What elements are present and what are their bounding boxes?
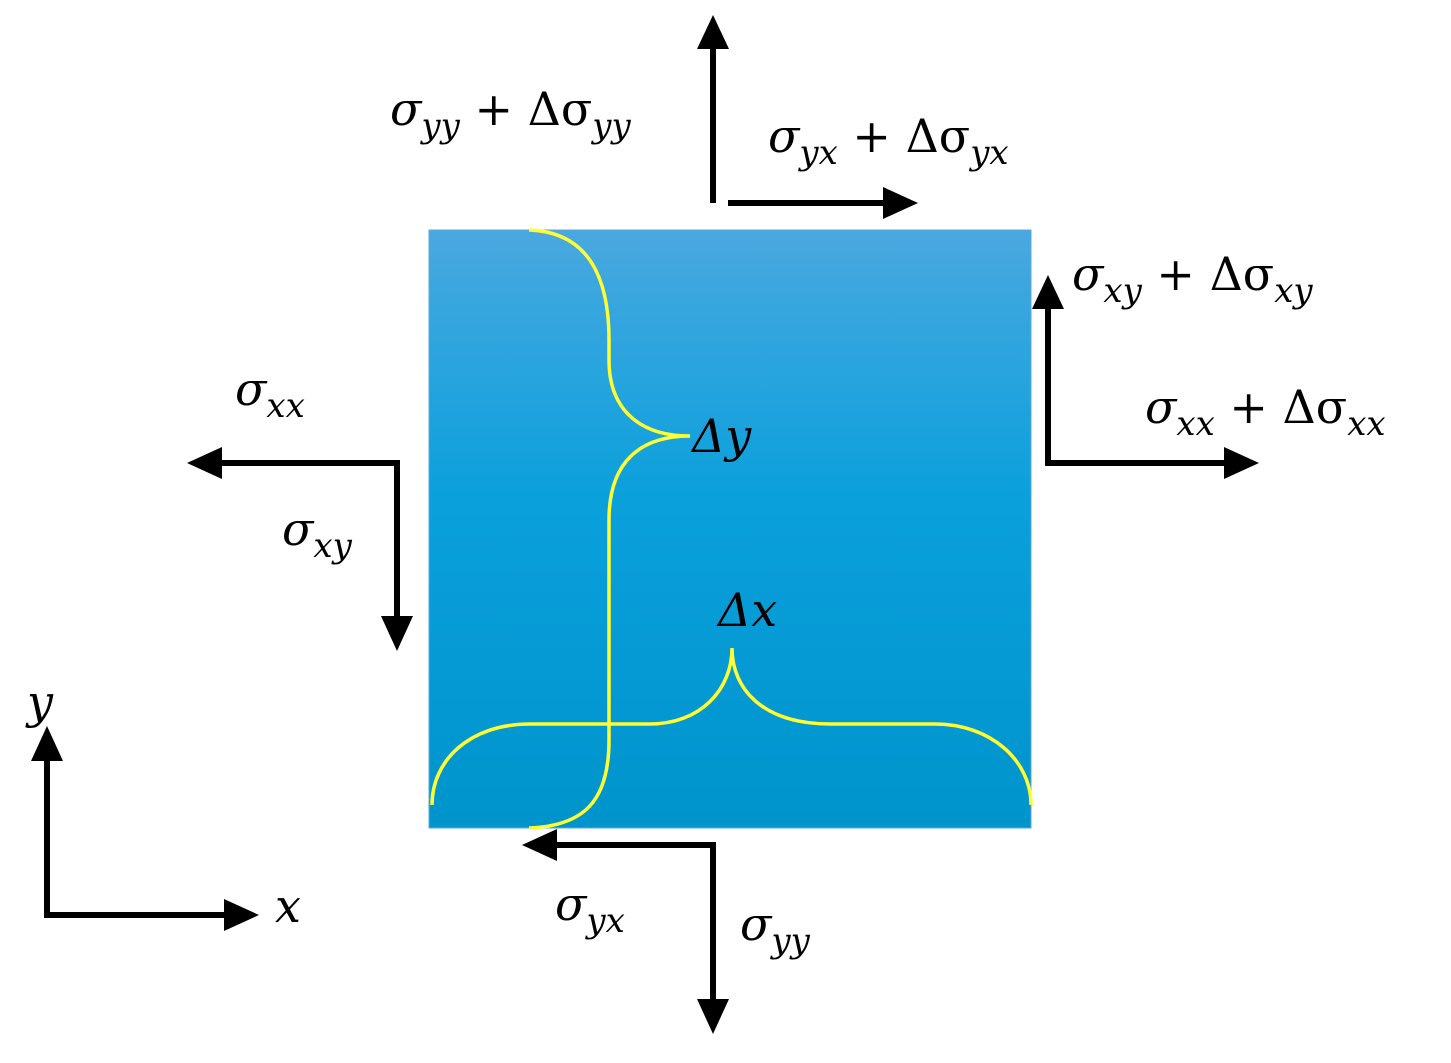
label-left-normal: σxx — [235, 362, 305, 426]
x-axis-arrow — [44, 899, 259, 931]
top-normal-arrow — [697, 15, 729, 203]
delta-x-brace — [430, 647, 1033, 806]
right-shear-arrow — [1032, 275, 1064, 466]
label-left-shear: σxy — [282, 502, 353, 566]
label-right-normal: σxx + Δσxx — [1145, 380, 1386, 444]
label-delta-x: Δx — [716, 583, 777, 637]
element-block — [428, 229, 1032, 829]
delta-y-brace — [528, 228, 691, 830]
label-axis-y: y — [25, 675, 54, 729]
label-top-shear: σyx + Δσyx — [768, 109, 1009, 173]
label-axis-x: x — [275, 879, 301, 933]
label-bottom-shear: σyx — [555, 877, 625, 941]
bottom-normal-arrow — [697, 842, 729, 1034]
label-right-shear: σxy + Δσxy — [1072, 247, 1313, 311]
top-shear-arrow — [728, 187, 918, 219]
y-axis-arrow — [31, 726, 63, 918]
label-top-normal: σyy + Δσyy — [390, 82, 631, 146]
label-delta-y: Δy — [690, 409, 752, 463]
left-shear-arrow — [381, 460, 413, 651]
bottom-shear-arrow — [522, 829, 716, 861]
right-normal-arrow — [1045, 447, 1259, 479]
left-normal-arrow — [187, 447, 400, 479]
label-bottom-normal: σyy — [740, 897, 811, 961]
